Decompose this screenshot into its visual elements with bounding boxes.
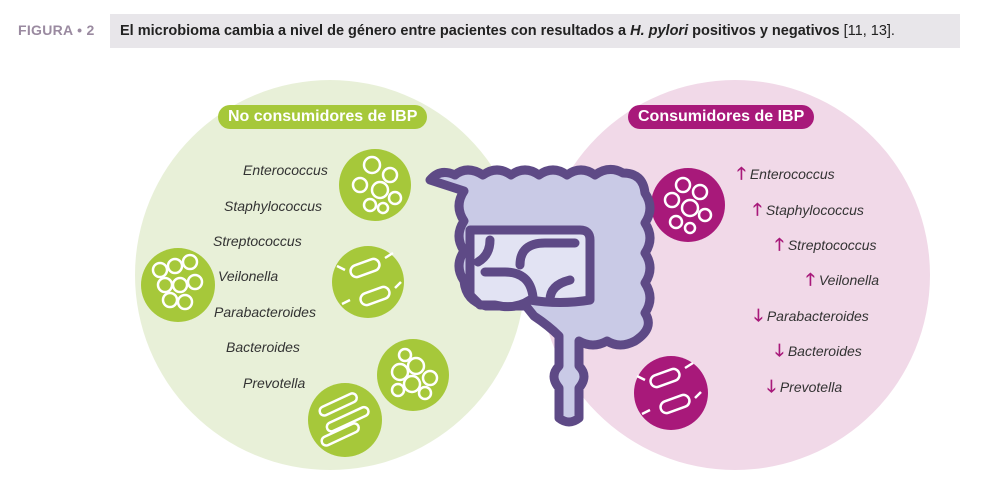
- cocci-chain-icon: [141, 248, 215, 322]
- genus-item-decrease: 🡓Parabacteroides: [754, 306, 869, 325]
- genus-item-increase: 🡑Enterococcus: [737, 164, 835, 183]
- arrow-up-icon: 🡑: [753, 200, 762, 219]
- ibp-users-title: Consumidores de IBP: [628, 105, 815, 129]
- arrow-down-icon: 🡓: [775, 341, 784, 360]
- figure-label: FIGURA • 2: [18, 22, 95, 38]
- arrow-down-icon: 🡓: [754, 306, 763, 325]
- genus-label: Staphylococcus: [224, 198, 323, 214]
- genus-item-decrease: 🡓Prevotella: [767, 377, 843, 396]
- intestine-icon: [425, 165, 655, 427]
- genus-label: Bacteroides: [226, 339, 300, 355]
- arrow-up-icon: 🡑: [775, 235, 784, 254]
- genus-label: Veilonella: [218, 268, 279, 284]
- genus-item-increase: 🡑Streptococcus: [775, 235, 877, 254]
- genus-item-increase: 🡑Staphylococcus: [753, 200, 864, 219]
- genus-label: Parabacteroides: [214, 304, 316, 320]
- caption-italic: H. pylori: [630, 23, 689, 39]
- cocci-icon-ibp: [651, 168, 725, 242]
- arrow-up-icon: 🡑: [806, 270, 815, 289]
- arrow-up-icon: 🡑: [737, 164, 746, 183]
- cocci-cluster-icon: [377, 339, 449, 411]
- genus-label: Prevotella: [243, 375, 306, 391]
- caption-refs: [11, 13].: [839, 23, 895, 39]
- caption-text-end: positivos y negativos: [688, 23, 840, 39]
- non-ibp-users-title: No consumidores de IBP: [218, 105, 428, 129]
- cocci-icon: [339, 149, 411, 221]
- genus-label: Streptococcus: [213, 233, 302, 249]
- flagellated-bacteria-icon-ibp: [634, 356, 708, 430]
- genus-item-increase: 🡑Veilonella: [806, 270, 880, 289]
- figure-caption: El microbioma cambia a nivel de género e…: [110, 14, 960, 48]
- genus-label: Enterococcus: [243, 162, 328, 178]
- bacilli-icon: [308, 383, 382, 457]
- caption-text: El microbioma cambia a nivel de género e…: [120, 23, 631, 39]
- arrow-down-icon: 🡓: [767, 377, 776, 396]
- genus-item-decrease: 🡓Bacteroides: [775, 341, 862, 360]
- flagellated-bacteria-icon: [332, 246, 404, 318]
